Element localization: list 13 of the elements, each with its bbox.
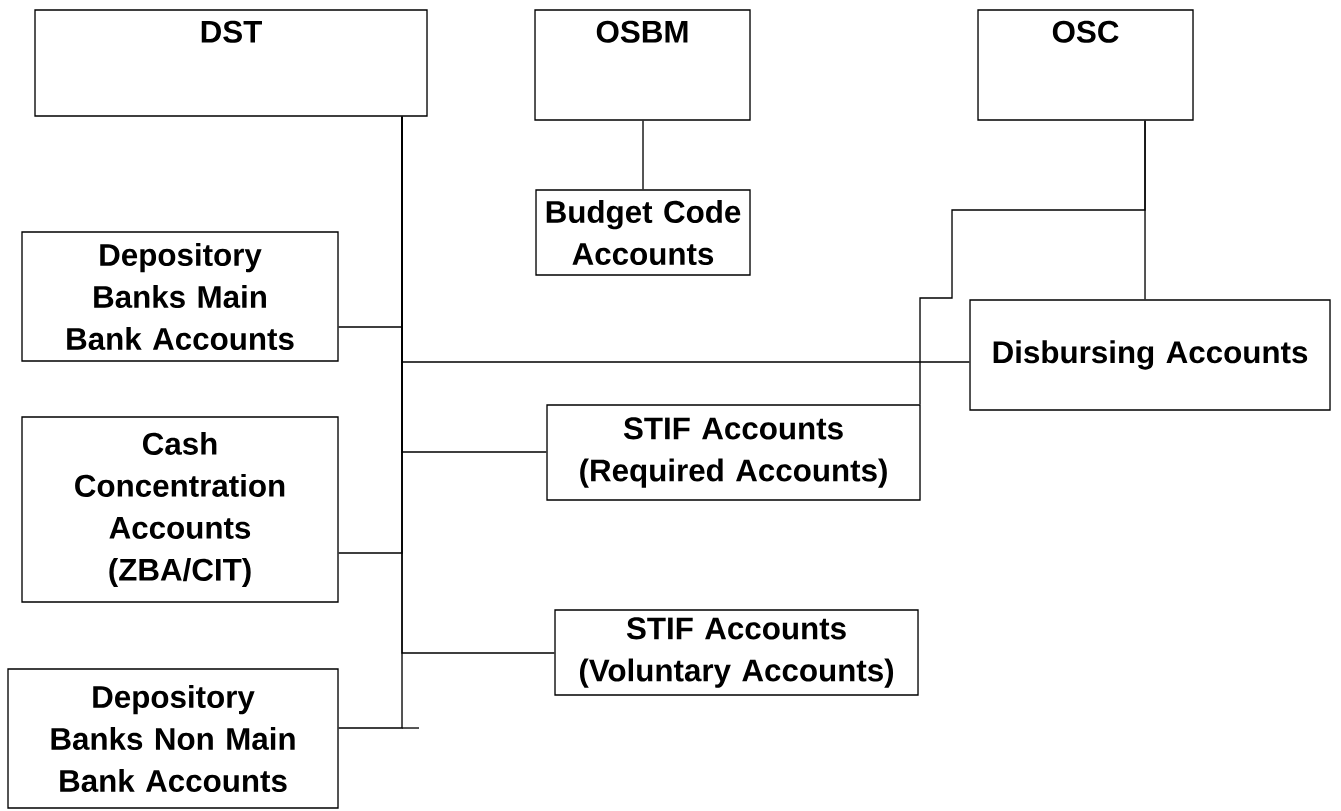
org-box: Budget Code Accounts [535,189,751,276]
org-box: Depository Banks Main Bank Accounts [21,231,339,362]
connector-line [919,120,1146,405]
org-box: Disbursing Accounts [969,299,1331,411]
org-box: Depository Banks Non Main Bank Accounts [7,668,339,809]
org-box: STIF Accounts (Required Accounts) [546,404,921,501]
connector-line [642,120,644,190]
connector-line [338,116,403,729]
org-box: OSC [977,9,1194,121]
org-box: DST [34,9,428,117]
org-box: OSBM [534,9,751,121]
org-box: Cash Concentration Accounts (ZBA/CIT) [21,416,339,603]
org-box: STIF Accounts (Voluntary Accounts) [554,609,919,696]
